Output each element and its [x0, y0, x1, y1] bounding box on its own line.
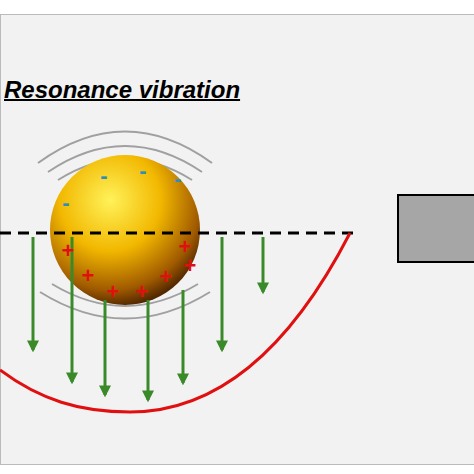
negative-charge: -: [62, 192, 69, 214]
negative-charge: -: [100, 165, 107, 187]
positive-charge: +: [184, 255, 197, 277]
positive-charge: +: [107, 281, 120, 303]
title: Resonance vibration: [4, 78, 240, 102]
negative-charge: -: [174, 168, 181, 190]
force-arrows: [33, 237, 263, 400]
deflection-curve: [0, 233, 350, 412]
rest-line: [0, 232, 360, 235]
vibration-arcs: [38, 132, 212, 319]
positive-charge: +: [62, 240, 75, 262]
positive-charge: +: [136, 281, 149, 303]
gray-block: [398, 195, 474, 262]
positive-charge: +: [82, 265, 95, 287]
negative-charge: -: [139, 160, 146, 182]
positive-charge: +: [160, 266, 173, 288]
